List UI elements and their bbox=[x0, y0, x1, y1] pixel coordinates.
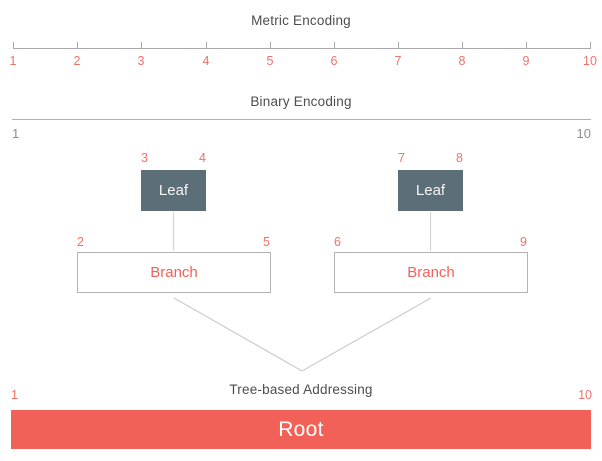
branch2-range-end: 9 bbox=[520, 235, 527, 249]
ruler-tick bbox=[334, 42, 335, 49]
branch2-range-start: 6 bbox=[334, 235, 341, 249]
binary-label-end: 10 bbox=[576, 126, 591, 141]
branch-node-left: Branch bbox=[77, 252, 271, 293]
binary-encoding-title: Binary Encoding bbox=[250, 94, 352, 109]
root-range-end: 10 bbox=[578, 388, 592, 402]
root-node: Root bbox=[11, 410, 591, 449]
leaf2-range-start: 7 bbox=[398, 151, 405, 165]
ruler-tick bbox=[270, 42, 271, 49]
ruler-label-3: 3 bbox=[137, 54, 145, 68]
branch-node-label: Branch bbox=[407, 264, 455, 281]
binary-axis bbox=[12, 119, 591, 120]
ruler-label-7: 7 bbox=[394, 54, 402, 68]
leaf-node-label: Leaf bbox=[158, 182, 189, 199]
leaf2-range-end: 8 bbox=[456, 151, 463, 165]
ruler-label-4: 4 bbox=[202, 54, 210, 68]
ruler-label-10: 10 bbox=[583, 54, 597, 68]
tree-addressing-title: Tree-based Addressing bbox=[229, 382, 373, 397]
branch-node-right: Branch bbox=[334, 252, 528, 293]
ruler-label-2: 2 bbox=[73, 54, 81, 68]
ruler-tick bbox=[590, 42, 591, 49]
root-node-label: Root bbox=[278, 417, 324, 441]
leaf1-range-start: 3 bbox=[141, 151, 148, 165]
branch1-range-end: 5 bbox=[263, 235, 270, 249]
root-range-start: 1 bbox=[11, 388, 18, 402]
leaf-node-right: Leaf bbox=[398, 170, 463, 211]
ruler-tick bbox=[77, 42, 78, 49]
leaf-node-label: Leaf bbox=[415, 182, 446, 199]
ruler-tick bbox=[206, 42, 207, 49]
branch1-range-start: 2 bbox=[77, 235, 84, 249]
ruler-label-5: 5 bbox=[266, 54, 274, 68]
metric-encoding-title: Metric Encoding bbox=[251, 13, 351, 28]
ruler-label-1: 1 bbox=[9, 54, 17, 68]
ruler-label-9: 9 bbox=[522, 54, 530, 68]
leaf1-range-end: 4 bbox=[199, 151, 206, 165]
binary-label-start: 1 bbox=[12, 126, 20, 141]
metric-ruler-axis bbox=[13, 48, 590, 49]
ruler-tick bbox=[462, 42, 463, 49]
ruler-tick bbox=[13, 42, 14, 49]
ruler-tick bbox=[398, 42, 399, 49]
ruler-tick bbox=[141, 42, 142, 49]
ruler-label-8: 8 bbox=[458, 54, 466, 68]
leaf-node-left: Leaf bbox=[141, 170, 206, 211]
ruler-label-6: 6 bbox=[330, 54, 338, 68]
branch-node-label: Branch bbox=[150, 264, 198, 281]
ruler-tick bbox=[526, 42, 527, 49]
